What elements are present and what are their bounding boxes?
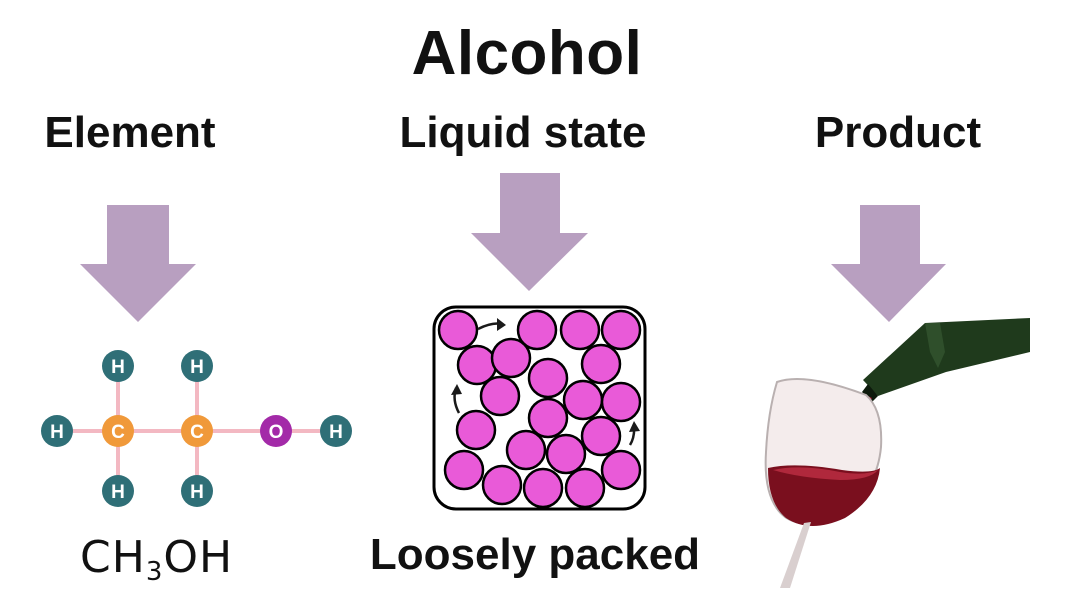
atom-label: H — [50, 422, 64, 443]
atom-c-1: C — [102, 415, 134, 447]
atom-c-2: C — [181, 415, 213, 447]
chemical-formula: CH3OH — [80, 532, 233, 587]
heading-product: Product — [814, 108, 982, 157]
particles — [437, 309, 642, 509]
formula-prefix: CH — [80, 532, 146, 583]
wine-pour-image — [764, 318, 1030, 588]
arrow-down-left-icon — [80, 205, 196, 322]
atom-label: C — [111, 422, 125, 443]
heading-element: Element — [44, 108, 216, 157]
atom-h-bottom-2: H — [181, 475, 213, 507]
atom-label: H — [190, 482, 204, 503]
atom-label: H — [111, 357, 125, 378]
atom-label: H — [329, 422, 343, 443]
atom-label: C — [190, 422, 204, 443]
caption-loosely-packed: Loosely packed — [369, 530, 701, 579]
atom-h-top-1: H — [102, 350, 134, 382]
formula-subscript: 3 — [145, 557, 164, 587]
wine-glass-stem — [780, 522, 811, 588]
atom-h-top-2: H — [181, 350, 213, 382]
page-title: Alcohol — [411, 19, 643, 88]
heading-liquid-state: Liquid state — [399, 108, 647, 157]
wine-bottle — [863, 318, 1030, 396]
atom-label: H — [111, 482, 125, 503]
particle-box — [432, 305, 647, 511]
wine-in-glass — [768, 465, 880, 526]
atom-label: O — [269, 422, 284, 443]
arrow-down-right-icon — [831, 205, 946, 322]
arrow-down-middle-icon — [471, 173, 588, 291]
formula-suffix: OH — [163, 532, 234, 583]
atom-h-right: H — [320, 415, 352, 447]
molecule-diagram: H H H C C O H H — [41, 350, 352, 507]
atom-h-left: H — [41, 415, 73, 447]
atom-o: O — [260, 415, 292, 447]
atom-h-bottom-1: H — [102, 475, 134, 507]
atom-label: H — [190, 357, 204, 378]
